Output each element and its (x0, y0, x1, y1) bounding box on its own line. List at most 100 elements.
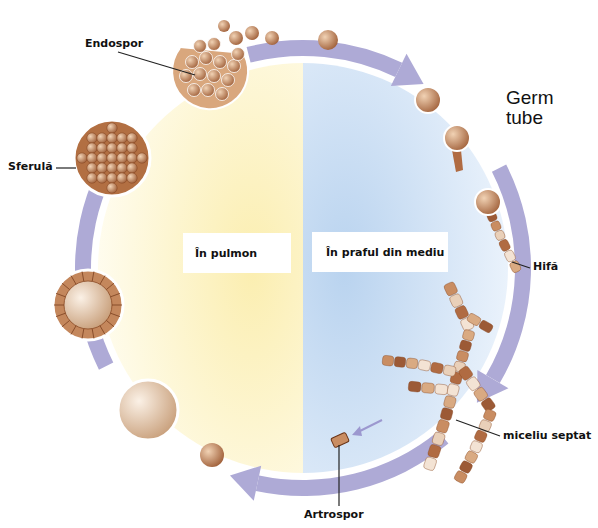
endospore (97, 153, 107, 163)
hypha-cell (509, 260, 522, 274)
ruptured-spherule (172, 48, 248, 109)
release-arrow-head (352, 426, 362, 436)
endospore (127, 163, 137, 173)
free-endospore (229, 31, 243, 45)
hypha-cell (430, 362, 444, 374)
hypha-cell (435, 384, 448, 395)
endospore (188, 84, 201, 97)
segmenting-spherule (53, 270, 123, 340)
endospore (77, 153, 87, 163)
hypha-cell (408, 381, 421, 392)
leader-line (512, 262, 530, 268)
endospore (107, 163, 117, 173)
free-endospore (265, 31, 279, 45)
environment-half (303, 63, 508, 473)
region-title: În praful din mediu (326, 246, 448, 259)
segment-wall (82, 272, 84, 282)
spherule (74, 120, 150, 196)
hypha-cell (427, 444, 441, 459)
segment-wall (82, 329, 84, 339)
segment-wall (100, 326, 105, 335)
part-label: Artrospor (304, 509, 364, 522)
hypha-cell (382, 355, 394, 366)
leader-line (456, 420, 500, 436)
inhaled-spore (200, 443, 224, 467)
hypha-cell (417, 359, 431, 371)
endospore (107, 183, 117, 193)
arthrospore (331, 432, 350, 448)
segment-wall (56, 293, 65, 296)
release-arrow (358, 420, 382, 432)
hypha-cell (421, 382, 434, 393)
hypha-cell (394, 356, 406, 367)
spore-cell (415, 87, 441, 113)
hypha-cell (440, 407, 454, 421)
endospore (200, 52, 213, 65)
endospore (97, 143, 107, 153)
endospore (97, 173, 107, 183)
leader-line (56, 167, 76, 168)
endospore (137, 153, 147, 163)
endospore (127, 133, 137, 143)
cycle-arrow (256, 431, 449, 496)
endospore (228, 60, 241, 73)
hypha-cell (446, 383, 460, 397)
region-box: În pulmon (183, 233, 291, 273)
endospore (208, 38, 221, 51)
arrow-head (391, 54, 424, 86)
endospore (117, 133, 127, 143)
segment-wall (62, 283, 70, 289)
segment-wall (62, 320, 70, 326)
endospore (214, 56, 227, 69)
endospore (117, 153, 127, 163)
segment-wall (100, 276, 105, 285)
segment-wall (106, 283, 114, 289)
endospore (202, 84, 215, 97)
enlarging-cell (118, 380, 178, 440)
endospore (87, 163, 97, 173)
germinating-cell (444, 125, 470, 151)
part-label: Sferulă (8, 161, 53, 174)
hypha-cell (423, 456, 437, 471)
arrow-head (230, 466, 261, 501)
endospore (107, 123, 117, 133)
segment-wall (56, 313, 65, 316)
endospore (127, 153, 137, 163)
segment-wall (92, 272, 94, 282)
part-label: Hifă (533, 261, 558, 274)
hypha-cell (459, 339, 472, 352)
segment-wall (71, 326, 76, 335)
leader-line (338, 445, 339, 506)
hypha-cell (478, 319, 494, 333)
region-title: În pulmon (195, 247, 291, 260)
spherule-core (64, 281, 112, 329)
segment-wall (112, 305, 122, 306)
hypha-cell (453, 470, 468, 484)
endospore (117, 163, 127, 173)
hypha-cell (406, 358, 418, 369)
region-box: În praful din mediu (312, 232, 448, 272)
hypha-cell (443, 365, 457, 377)
germinating-cell (475, 189, 501, 215)
endospore (117, 173, 127, 183)
hypha-cell (456, 350, 469, 363)
endospore (87, 173, 97, 183)
endospore (186, 56, 199, 69)
leader-line (118, 52, 195, 75)
segment-wall (54, 305, 64, 306)
hypha-cell (462, 329, 475, 342)
hypha-cell (431, 431, 445, 446)
endospore (127, 143, 137, 153)
endospore (87, 153, 97, 163)
endospore (222, 74, 235, 87)
part-label: Germ tube (506, 88, 566, 128)
endospore (216, 88, 229, 101)
endospore (107, 133, 117, 143)
segment-wall (92, 329, 94, 339)
germ-tube (452, 150, 463, 172)
endospore (107, 143, 117, 153)
endospore (208, 70, 221, 83)
